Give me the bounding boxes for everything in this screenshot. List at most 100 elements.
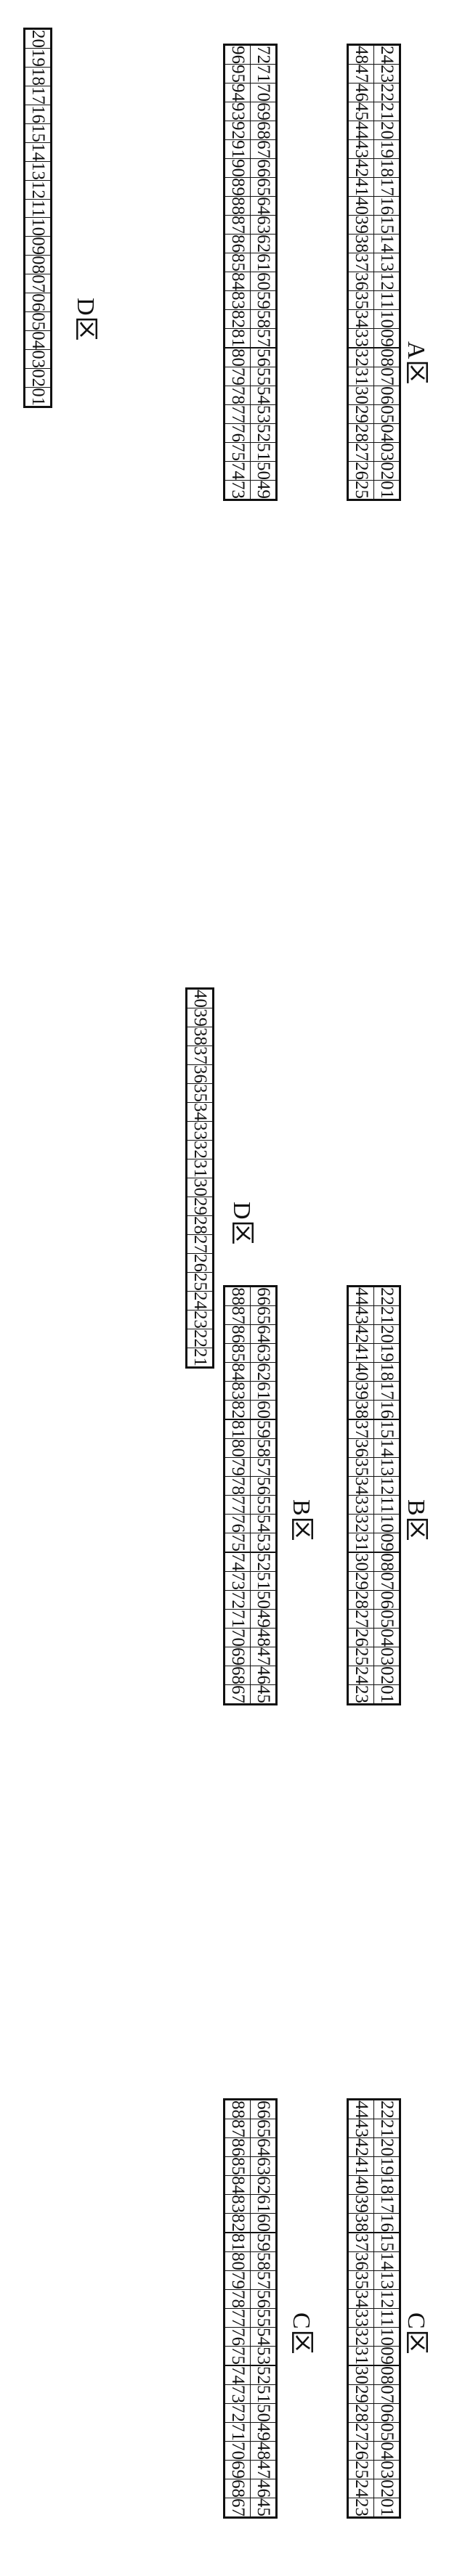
seat-number: 26 — [347, 461, 374, 481]
seat-number: 29 — [347, 404, 374, 424]
seat-number: 01 — [373, 480, 400, 500]
seat-number: 20 — [373, 121, 400, 140]
seat-number: 74 — [224, 1552, 251, 1572]
seat-number: 85 — [224, 253, 251, 272]
seat-number: 14 — [373, 1438, 400, 1458]
seat-number: 82 — [224, 2213, 251, 2233]
seat-number: 19 — [373, 1343, 400, 1363]
seat-number: 72 — [224, 1590, 251, 1610]
seat-number: 87 — [224, 1305, 251, 1325]
seat-number: 33 — [186, 1121, 214, 1141]
seat-number: 77 — [224, 404, 251, 424]
seat-number: 17 — [373, 2194, 400, 2214]
seat-number: 82 — [224, 309, 251, 329]
seat-number: 52 — [250, 2365, 277, 2385]
seat-number: 92 — [224, 121, 251, 140]
seat-number: 71 — [250, 64, 277, 83]
seat-number: 34 — [347, 1476, 374, 1496]
seat-number: 73 — [224, 1571, 251, 1591]
seat-number: 68 — [224, 1666, 251, 1685]
seat-number: 94 — [224, 83, 251, 102]
seat-number: 27 — [347, 1609, 374, 1629]
seat-number: 53 — [250, 2346, 277, 2365]
zone-label: D区 — [72, 298, 99, 342]
seat-number: 76 — [224, 1514, 251, 1533]
seat-number: 33 — [347, 328, 374, 348]
seat-number: 89 — [224, 177, 251, 197]
seat-number: 16 — [373, 2213, 400, 2233]
seat-number: 39 — [186, 1008, 214, 1027]
seat-number: 24 — [373, 44, 400, 65]
seat-number: 57 — [250, 2270, 277, 2290]
seat-number: 22 — [373, 1286, 400, 1306]
seat-number: 77 — [224, 1495, 251, 1515]
seat-number: 61 — [250, 253, 277, 272]
seat-number: 61 — [250, 1381, 277, 1401]
seat-number: 50 — [250, 1590, 277, 1610]
seat-number: 52 — [250, 1552, 277, 1572]
seat-number: 24 — [347, 1666, 374, 1685]
zone-label: C区 — [288, 2312, 315, 2355]
seat-number: 45 — [250, 2498, 277, 2518]
seat-number: 36 — [347, 1438, 374, 1458]
seat-number: 69 — [250, 102, 277, 121]
seat-number: 46 — [250, 2479, 277, 2498]
seat-number: 08 — [373, 348, 400, 367]
seat-number: 19 — [373, 2156, 400, 2176]
seat-number: 84 — [224, 1362, 251, 1382]
seat-number: 67 — [224, 1684, 251, 1705]
seat-number: 67 — [250, 139, 277, 159]
seat-number: 14 — [373, 234, 400, 253]
seat-number: 23 — [347, 1684, 374, 1705]
seat-number: 57 — [250, 1457, 277, 1477]
seat-number: 32 — [186, 1140, 214, 1159]
seat-number: 63 — [250, 215, 277, 235]
seat-number: 06 — [373, 386, 400, 405]
seat-number: 42 — [347, 158, 374, 178]
seat-number: 38 — [347, 2213, 374, 2233]
seat-number: 56 — [250, 2289, 277, 2309]
seat-number: 23 — [373, 64, 400, 83]
seat-number: 58 — [250, 1438, 277, 1458]
seat-number: 70 — [224, 2441, 251, 2461]
seat-number: 04 — [373, 1628, 400, 1647]
seat-number: 43 — [347, 2119, 374, 2138]
seat-number: 60 — [250, 2213, 277, 2233]
seat-number: 64 — [250, 1324, 277, 1344]
seat-number: 93 — [224, 102, 251, 121]
seat-number: 04 — [373, 423, 400, 443]
seat-number: 54 — [250, 1514, 277, 1533]
seat-number: 31 — [186, 1159, 214, 1178]
seat-number: 19 — [373, 139, 400, 159]
seat-number: 22 — [186, 1329, 214, 1348]
seat-number: 69 — [224, 1647, 251, 1666]
seat-number: 53 — [250, 404, 277, 424]
seat-number: 13 — [24, 161, 52, 181]
zone-label: D区 — [228, 1202, 255, 1246]
seat-number: 23 — [186, 1310, 214, 1329]
seat-number: 06 — [373, 1590, 400, 1610]
seat-number: 04 — [24, 330, 52, 350]
seat-number: 69 — [224, 2460, 251, 2479]
seat-number: 39 — [347, 1381, 374, 1401]
seat-number: 11 — [24, 199, 52, 218]
seat-number: 47 — [347, 64, 374, 83]
seat-number: 31 — [347, 2346, 374, 2365]
seat-number: 12 — [24, 180, 52, 200]
seat-number: 07 — [373, 367, 400, 386]
seat-number: 41 — [347, 1343, 374, 1363]
seat-number: 87 — [224, 2119, 251, 2138]
seat-number: 31 — [347, 1533, 374, 1552]
seat-number: 47 — [250, 1647, 277, 1666]
seat-number: 51 — [250, 2384, 277, 2404]
seat-number: 01 — [24, 387, 52, 407]
seat-number: 07 — [24, 274, 52, 293]
